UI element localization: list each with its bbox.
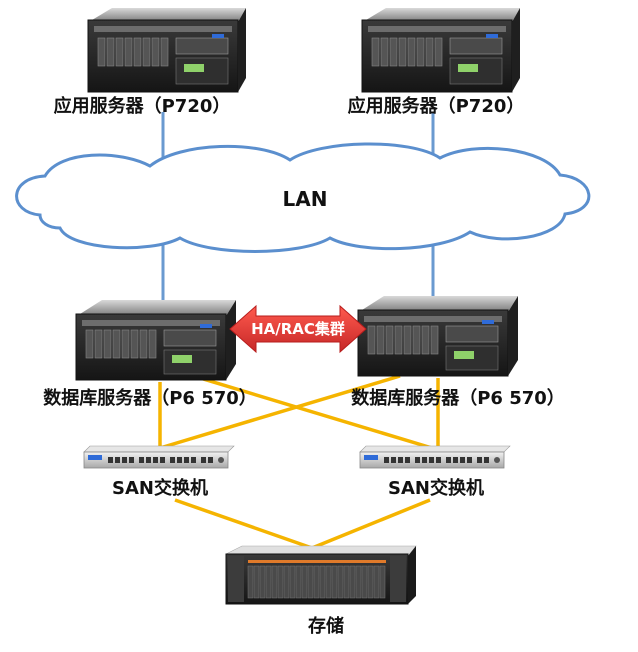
switch-port-round	[218, 457, 224, 463]
san-switch-left-label: SAN交换机	[112, 477, 208, 499]
bezel-strip	[82, 320, 220, 326]
bezel-strip	[368, 26, 506, 32]
media-panel	[175, 37, 229, 55]
switch-top	[359, 445, 511, 453]
san-link-dbright-swleft	[159, 374, 401, 450]
lcd-display	[172, 355, 192, 363]
san-switch-right-label: SAN交换机	[388, 477, 484, 499]
switch-badge	[88, 455, 102, 460]
lcd-display	[454, 351, 474, 359]
ha-rac-label: HA/RAC集群	[251, 320, 345, 338]
san-switch-left	[83, 445, 235, 469]
storage-array	[225, 545, 417, 605]
chassis-side	[512, 8, 520, 92]
app-server-left	[87, 8, 246, 93]
chassis-top	[362, 296, 518, 312]
media-panel	[163, 329, 217, 347]
drive-bays	[371, 37, 443, 67]
lan-cloud-shape	[15, 142, 591, 253]
drive-bays	[367, 325, 439, 355]
storage-drives	[247, 565, 386, 599]
san-links	[158, 374, 440, 550]
brand-badge	[482, 320, 494, 324]
storage-drive-row-top	[248, 560, 386, 563]
chassis-top	[80, 300, 236, 316]
brand-badge	[212, 34, 224, 38]
ha-double-arrow	[229, 304, 367, 354]
db-server-left-label: 数据库服务器（P6 570）	[43, 387, 257, 409]
chassis-top	[92, 8, 246, 22]
storage-right-ear	[390, 556, 406, 602]
switch-top	[83, 445, 235, 453]
brand-badge	[200, 324, 212, 328]
lan-label: LAN	[283, 187, 328, 211]
san-link-dbleft-swright	[199, 376, 433, 450]
lcd-display	[458, 64, 478, 72]
storage-side	[408, 546, 416, 604]
lcd-display	[184, 64, 204, 72]
db-server-right-label: 数据库服务器（P6 570）	[351, 387, 565, 409]
app-server-right	[361, 8, 520, 93]
chassis-top	[366, 8, 520, 22]
media-panel	[445, 325, 499, 343]
app-server-left-label: 应用服务器（P720）	[54, 95, 231, 117]
san-link-swright-storage	[311, 498, 431, 550]
lan-cloud: LAN	[15, 142, 591, 253]
storage-left-ear	[228, 556, 244, 602]
switch-port-round	[494, 457, 500, 463]
switch-ports	[384, 457, 489, 463]
bezel-strip	[94, 26, 232, 32]
bezel-strip	[364, 316, 502, 322]
ha-rac-link: HA/RAC集群	[229, 304, 367, 354]
san-link-swleft-storage	[174, 498, 313, 550]
chassis-side	[226, 300, 236, 380]
drive-bays	[85, 329, 157, 359]
switch-ports	[108, 457, 213, 463]
chassis-side	[508, 296, 518, 376]
storage-label: 存储	[308, 615, 344, 637]
media-panel	[449, 37, 503, 55]
san-switch-right	[359, 445, 511, 469]
app-server-right-label: 应用服务器（P720）	[348, 95, 525, 117]
db-server-left	[75, 300, 236, 381]
brand-badge	[486, 34, 498, 38]
chassis-side	[238, 8, 246, 92]
switch-badge	[364, 455, 378, 460]
db-server-right	[357, 296, 518, 377]
drive-bays	[97, 37, 169, 67]
